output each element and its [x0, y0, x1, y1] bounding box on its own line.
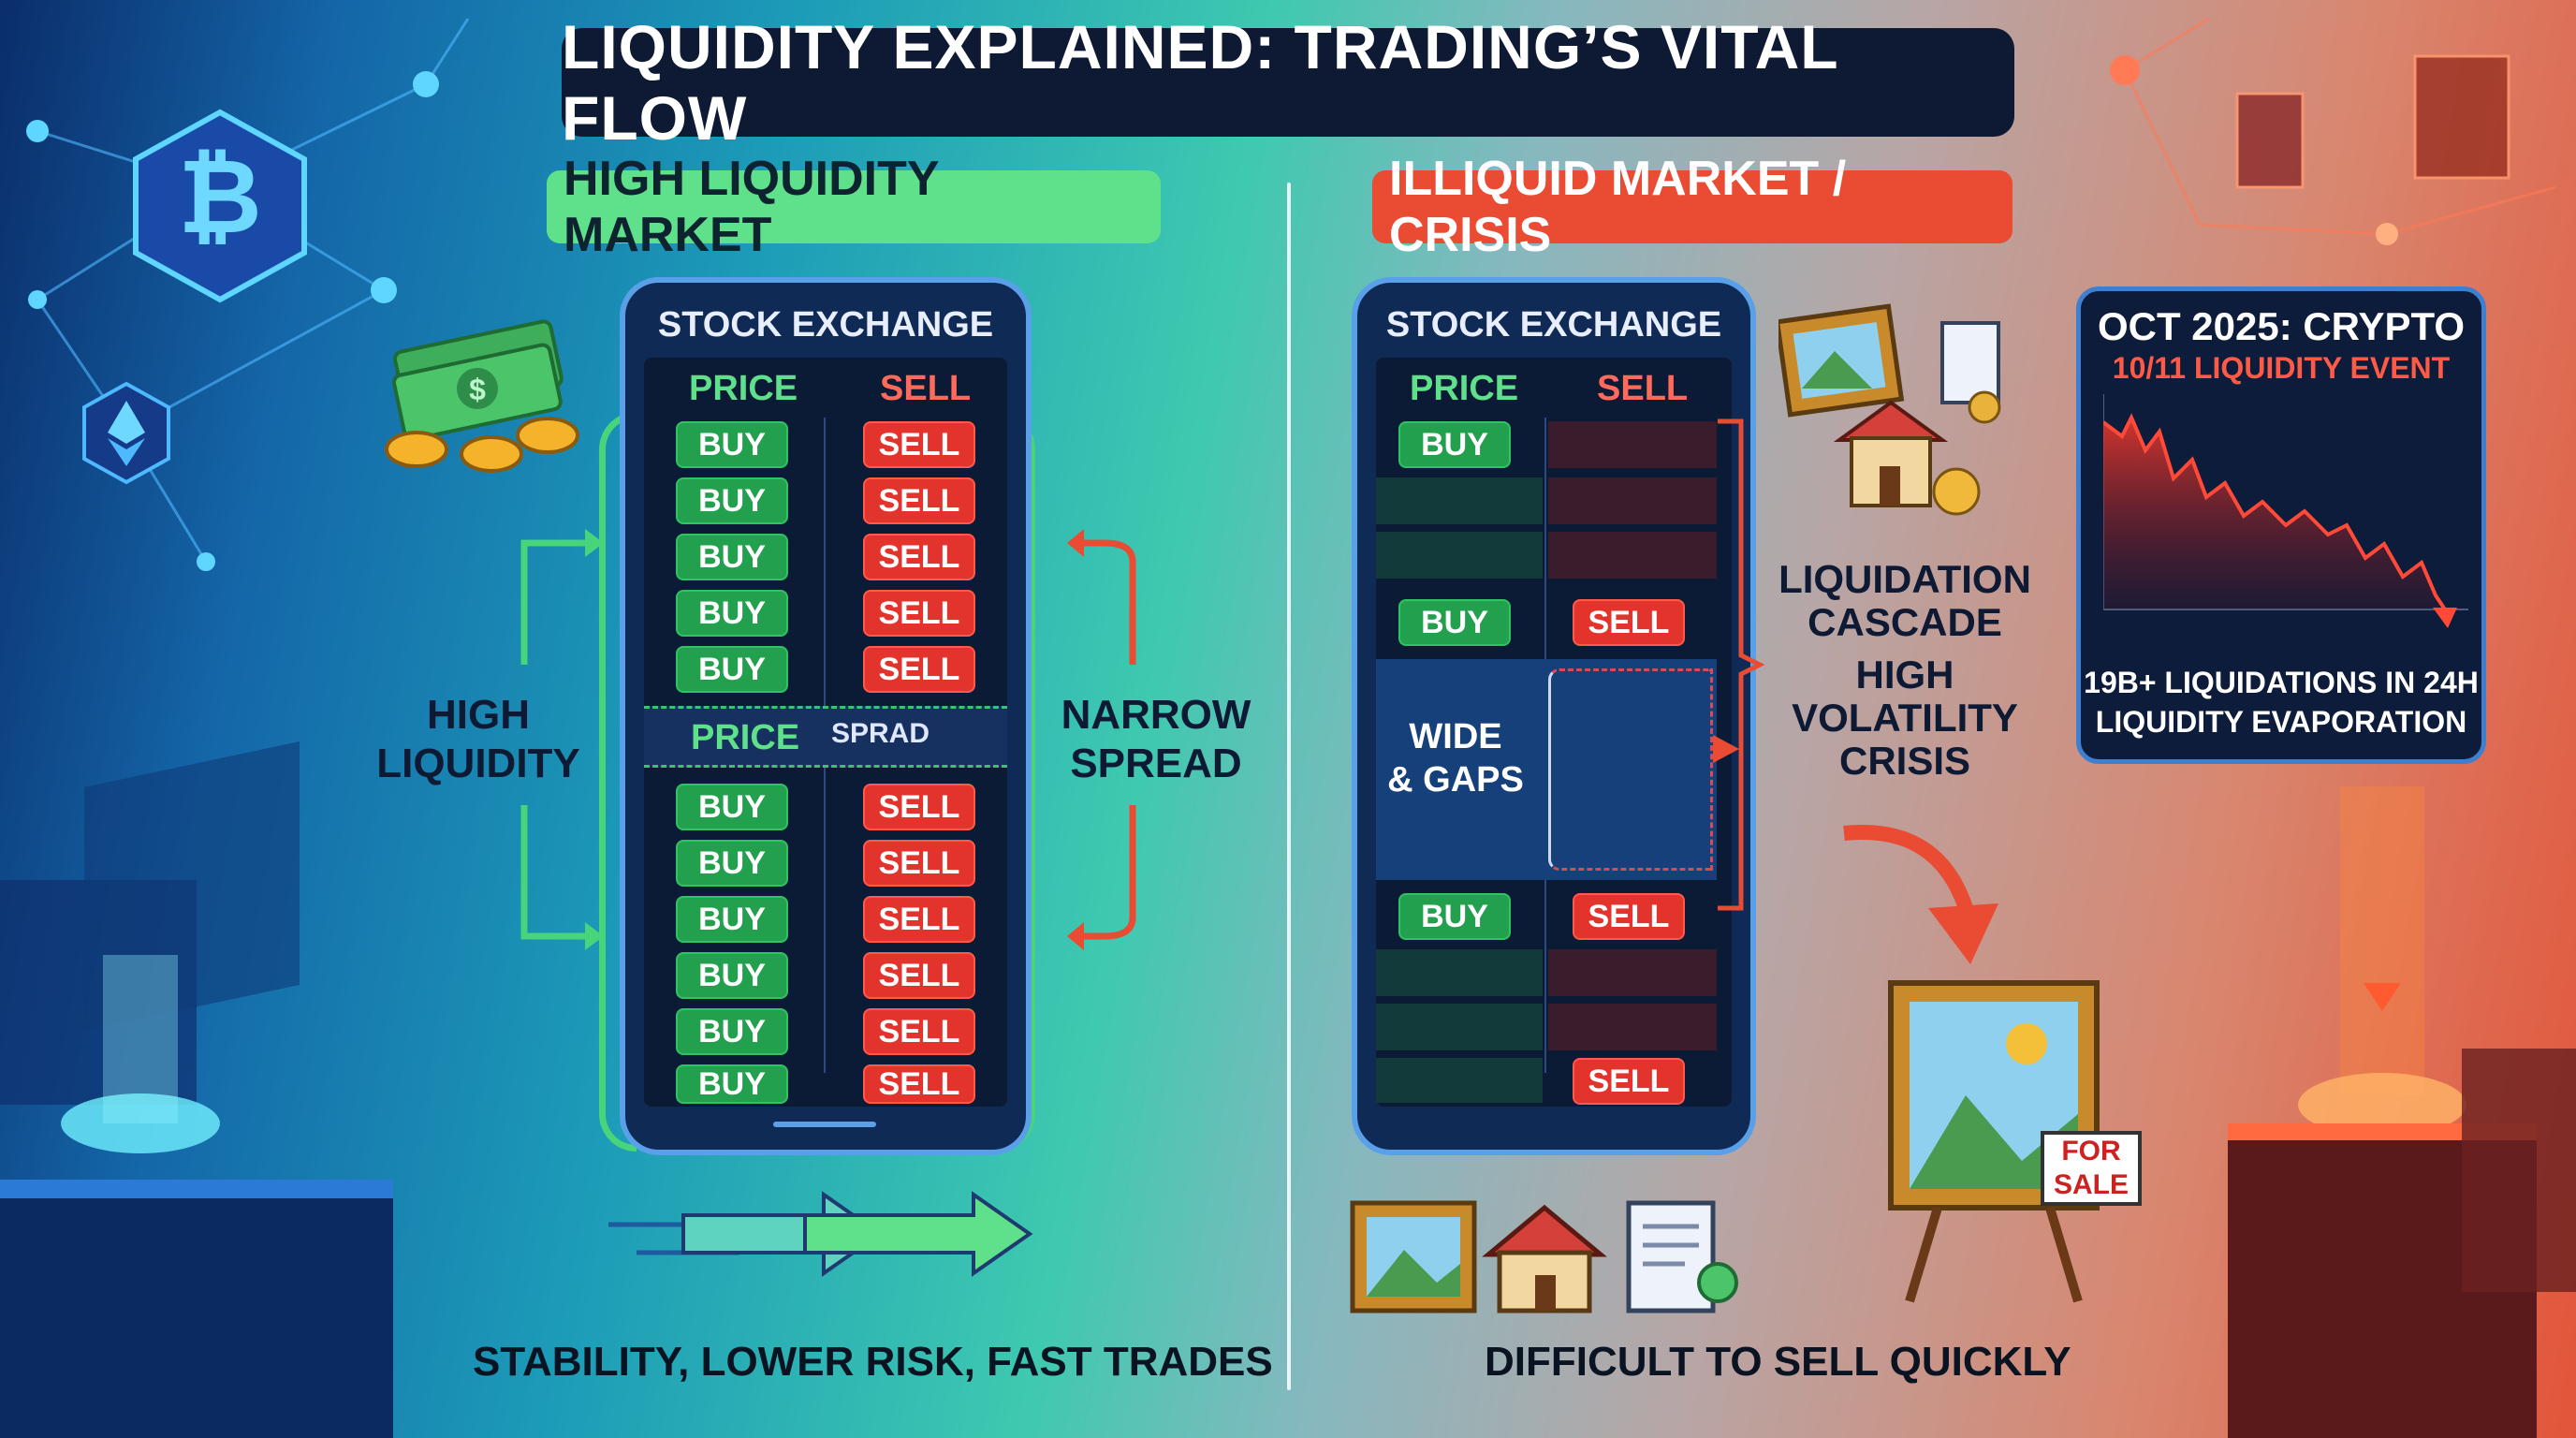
- buy-button[interactable]: BUY: [676, 896, 788, 943]
- empty-sell-slot: [1548, 477, 1717, 524]
- buy-button[interactable]: BUY: [676, 477, 788, 524]
- down-arrow-icon: [1843, 825, 1998, 964]
- sell-button[interactable]: SELL: [863, 421, 975, 468]
- buy-button[interactable]: BUY: [676, 421, 788, 468]
- right-order-book: PRICE SELL BUY BUY SELL WIDE & GAPS BUY …: [1376, 358, 1732, 1107]
- buy-button[interactable]: BUY: [1398, 893, 1511, 940]
- crash-server-decoration: [2228, 786, 2576, 1438]
- spread-price-label: PRICE: [691, 718, 800, 757]
- buy-button[interactable]: BUY: [676, 1064, 788, 1104]
- painting-house-document-icon: [1778, 303, 2001, 516]
- sell-button[interactable]: SELL: [863, 896, 975, 943]
- empty-buy-slot: [1376, 532, 1543, 579]
- for-sale-sign: FOR SALE: [2041, 1131, 2142, 1206]
- empty-buy-slot: [1376, 477, 1543, 524]
- liquidation-cascade-label: LIQUIDATION CASCADE HIGH VOLATILITY CRIS…: [1778, 557, 2031, 783]
- high-liquidity-side-label: HIGH LIQUIDITY: [376, 692, 580, 786]
- right-exchange-phone: STOCK EXCHANGE PRICE SELL BUY BUY SELL W…: [1352, 277, 1756, 1155]
- buy-button[interactable]: BUY: [676, 646, 788, 693]
- wide-gap-zone: WIDE & GAPS: [1376, 659, 1717, 880]
- buy-button[interactable]: BUY: [676, 534, 788, 580]
- house-icon: [1482, 1204, 1607, 1313]
- buy-button[interactable]: BUY: [676, 1008, 788, 1055]
- sell-button[interactable]: SELL: [1573, 599, 1685, 646]
- empty-sell-slot: [1548, 949, 1717, 996]
- red-flow-arrows-icon: [1067, 529, 1136, 950]
- crypto-card-stat: 19B+ LIQUIDATIONS IN 24H: [2084, 666, 2479, 699]
- sell-button[interactable]: SELL: [863, 784, 975, 830]
- buy-button[interactable]: BUY: [676, 840, 788, 887]
- certificate-document-icon: [1626, 1200, 1738, 1313]
- spread-label: SPRAD: [831, 718, 930, 749]
- title-bar: LIQUIDITY EXPLAINED: TRADING’S VITAL FLO…: [562, 12, 2014, 153]
- left-order-book: PRICE SELL BUY SELL BUY SELL BUY SELL BU…: [644, 358, 1007, 1107]
- illiquid-assets-icons: [1350, 1200, 1738, 1313]
- network-decoration: ₿: [26, 18, 470, 571]
- left-col-sell: SELL: [880, 369, 972, 408]
- buy-button[interactable]: BUY: [1398, 599, 1511, 646]
- green-flow-arrows-icon: [520, 529, 599, 950]
- sell-button[interactable]: SELL: [863, 646, 975, 693]
- left-exchange-phone: STOCK EXCHANGE PRICE SELL BUY SELL BUY S…: [620, 277, 1032, 1155]
- crypto-card-stat-2: LIQUIDITY EVAPORATION: [2095, 705, 2467, 739]
- crypto-event-card: OCT 2025: CRYPTO 10/11 LIQUIDITY EVENT 1…: [2076, 286, 2486, 764]
- empty-buy-slot: [1376, 949, 1543, 996]
- crypto-card-subtitle: 10/11 LIQUIDITY EVENT: [2112, 351, 2451, 385]
- empty-buy-slot: [1376, 1058, 1543, 1103]
- sell-button[interactable]: SELL: [863, 952, 975, 999]
- left-bottom-caption: STABILITY, LOWER RISK, FAST TRADES: [473, 1339, 1273, 1385]
- right-bottom-caption: DIFFICULT TO SELL QUICKLY: [1485, 1339, 2071, 1385]
- empty-buy-slot: [1376, 1004, 1543, 1050]
- sell-button[interactable]: SELL: [863, 1008, 975, 1055]
- svg-text:₿: ₿: [178, 139, 262, 255]
- right-network-decoration: [2110, 17, 2556, 245]
- empty-sell-slot: [1548, 1004, 1717, 1050]
- sell-button[interactable]: SELL: [1573, 893, 1685, 940]
- sell-button[interactable]: SELL: [863, 534, 975, 580]
- sell-button[interactable]: SELL: [863, 590, 975, 637]
- page-title: LIQUIDITY EXPLAINED: TRADING’S VITAL FLO…: [562, 12, 1838, 153]
- crash-chart: [2103, 394, 2468, 628]
- empty-sell-slot: [1548, 421, 1717, 468]
- narrow-spread-side-label: NARROW SPREAD: [1061, 692, 1251, 786]
- left-col-price: PRICE: [689, 369, 798, 408]
- home-indicator: [773, 1122, 876, 1127]
- sell-button[interactable]: SELL: [863, 840, 975, 887]
- painting-icon: [1350, 1200, 1477, 1313]
- illiquid-market-label: ILLIQUID MARKET / CRISIS: [1372, 152, 2012, 262]
- sell-button[interactable]: SELL: [863, 477, 975, 524]
- fast-trade-arrows-icon: [608, 1191, 1033, 1277]
- right-col-price: PRICE: [1410, 369, 1519, 408]
- buy-button[interactable]: BUY: [1398, 421, 1511, 468]
- cascade-bracket-icon: [1713, 418, 1765, 911]
- ethereum-icon: [82, 381, 170, 485]
- cash-stack-icon: $: [385, 319, 579, 473]
- buy-button[interactable]: BUY: [676, 784, 788, 830]
- high-liquidity-label: HIGH LIQUIDITY MARKET: [547, 152, 1161, 262]
- for-sale-painting-icon: [1888, 980, 2100, 1303]
- empty-sell-slot: [1548, 532, 1717, 579]
- right-col-sell: SELL: [1597, 369, 1689, 408]
- crypto-card-title: OCT 2025: CRYPTO: [2097, 304, 2466, 348]
- spread-row: PRICE SPRAD: [644, 706, 1007, 768]
- svg-text:$: $: [469, 373, 486, 406]
- buy-button[interactable]: BUY: [676, 952, 788, 999]
- left-exchange-title: STOCK EXCHANGE: [657, 305, 994, 345]
- right-exchange-title: STOCK EXCHANGE: [1385, 305, 1722, 345]
- sell-button[interactable]: SELL: [1573, 1058, 1685, 1105]
- bitcoin-icon: ₿: [133, 109, 307, 303]
- buy-button[interactable]: BUY: [676, 590, 788, 637]
- sell-button[interactable]: SELL: [863, 1064, 975, 1104]
- data-server-decoration: [0, 741, 393, 1438]
- wide-gaps-label: WIDE & GAPS: [1387, 717, 1524, 800]
- center-divider: [1287, 183, 1291, 1390]
